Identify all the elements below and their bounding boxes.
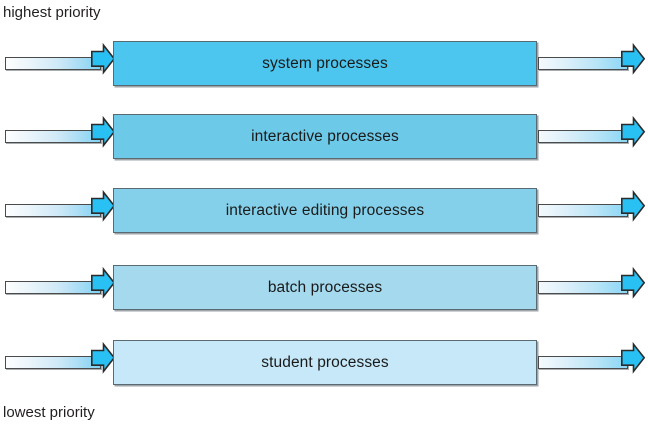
queue-box-2[interactable]: interactive processes [113,114,537,159]
outgoing-arrow-head-icon-3 [621,189,646,222]
incoming-arrow-tail-4 [5,281,101,294]
incoming-arrow-head-icon-1 [91,42,116,75]
incoming-arrow-head-icon-3 [91,189,116,222]
queue-box-label: student processes [261,353,389,371]
outgoing-arrow-head-icon-2 [621,115,646,148]
queue-box-5[interactable]: student processes [113,340,537,385]
incoming-arrow-tail-1 [5,57,101,70]
incoming-arrow-head-icon-2 [91,115,116,148]
incoming-arrow-tail-5 [5,356,101,369]
queue-box-label: interactive processes [251,127,399,145]
queue-row-1: system processes [0,41,648,87]
queue-box-1[interactable]: system processes [113,41,537,86]
outgoing-arrow-tail-4 [538,281,628,294]
outgoing-arrow-head-icon-5 [621,341,646,374]
queue-row-5: student processes [0,340,648,386]
outgoing-arrow-tail-5 [538,356,628,369]
outgoing-arrow-head-icon-1 [621,42,646,75]
outgoing-arrow-head-icon-4 [621,266,646,299]
queue-box-label: system processes [262,54,388,72]
highest-priority-label: highest priority [3,4,101,21]
queue-row-3: interactive editing processes [0,188,648,234]
outgoing-arrow-tail-2 [538,130,628,143]
queue-row-2: interactive processes [0,114,648,160]
incoming-arrow-tail-3 [5,204,101,217]
incoming-arrow-head-icon-4 [91,266,116,299]
lowest-priority-label: lowest priority [3,404,95,421]
queue-box-label: batch processes [267,278,383,296]
incoming-arrow-head-icon-5 [91,341,116,374]
queue-row-4: batch processes [0,265,648,311]
outgoing-arrow-tail-3 [538,204,628,217]
incoming-arrow-tail-2 [5,130,101,143]
outgoing-arrow-tail-1 [538,57,628,70]
queue-box-label: interactive editing processes [225,201,425,219]
queue-box-3[interactable]: interactive editing processes [113,188,537,233]
queue-box-4[interactable]: batch processes [113,265,537,310]
